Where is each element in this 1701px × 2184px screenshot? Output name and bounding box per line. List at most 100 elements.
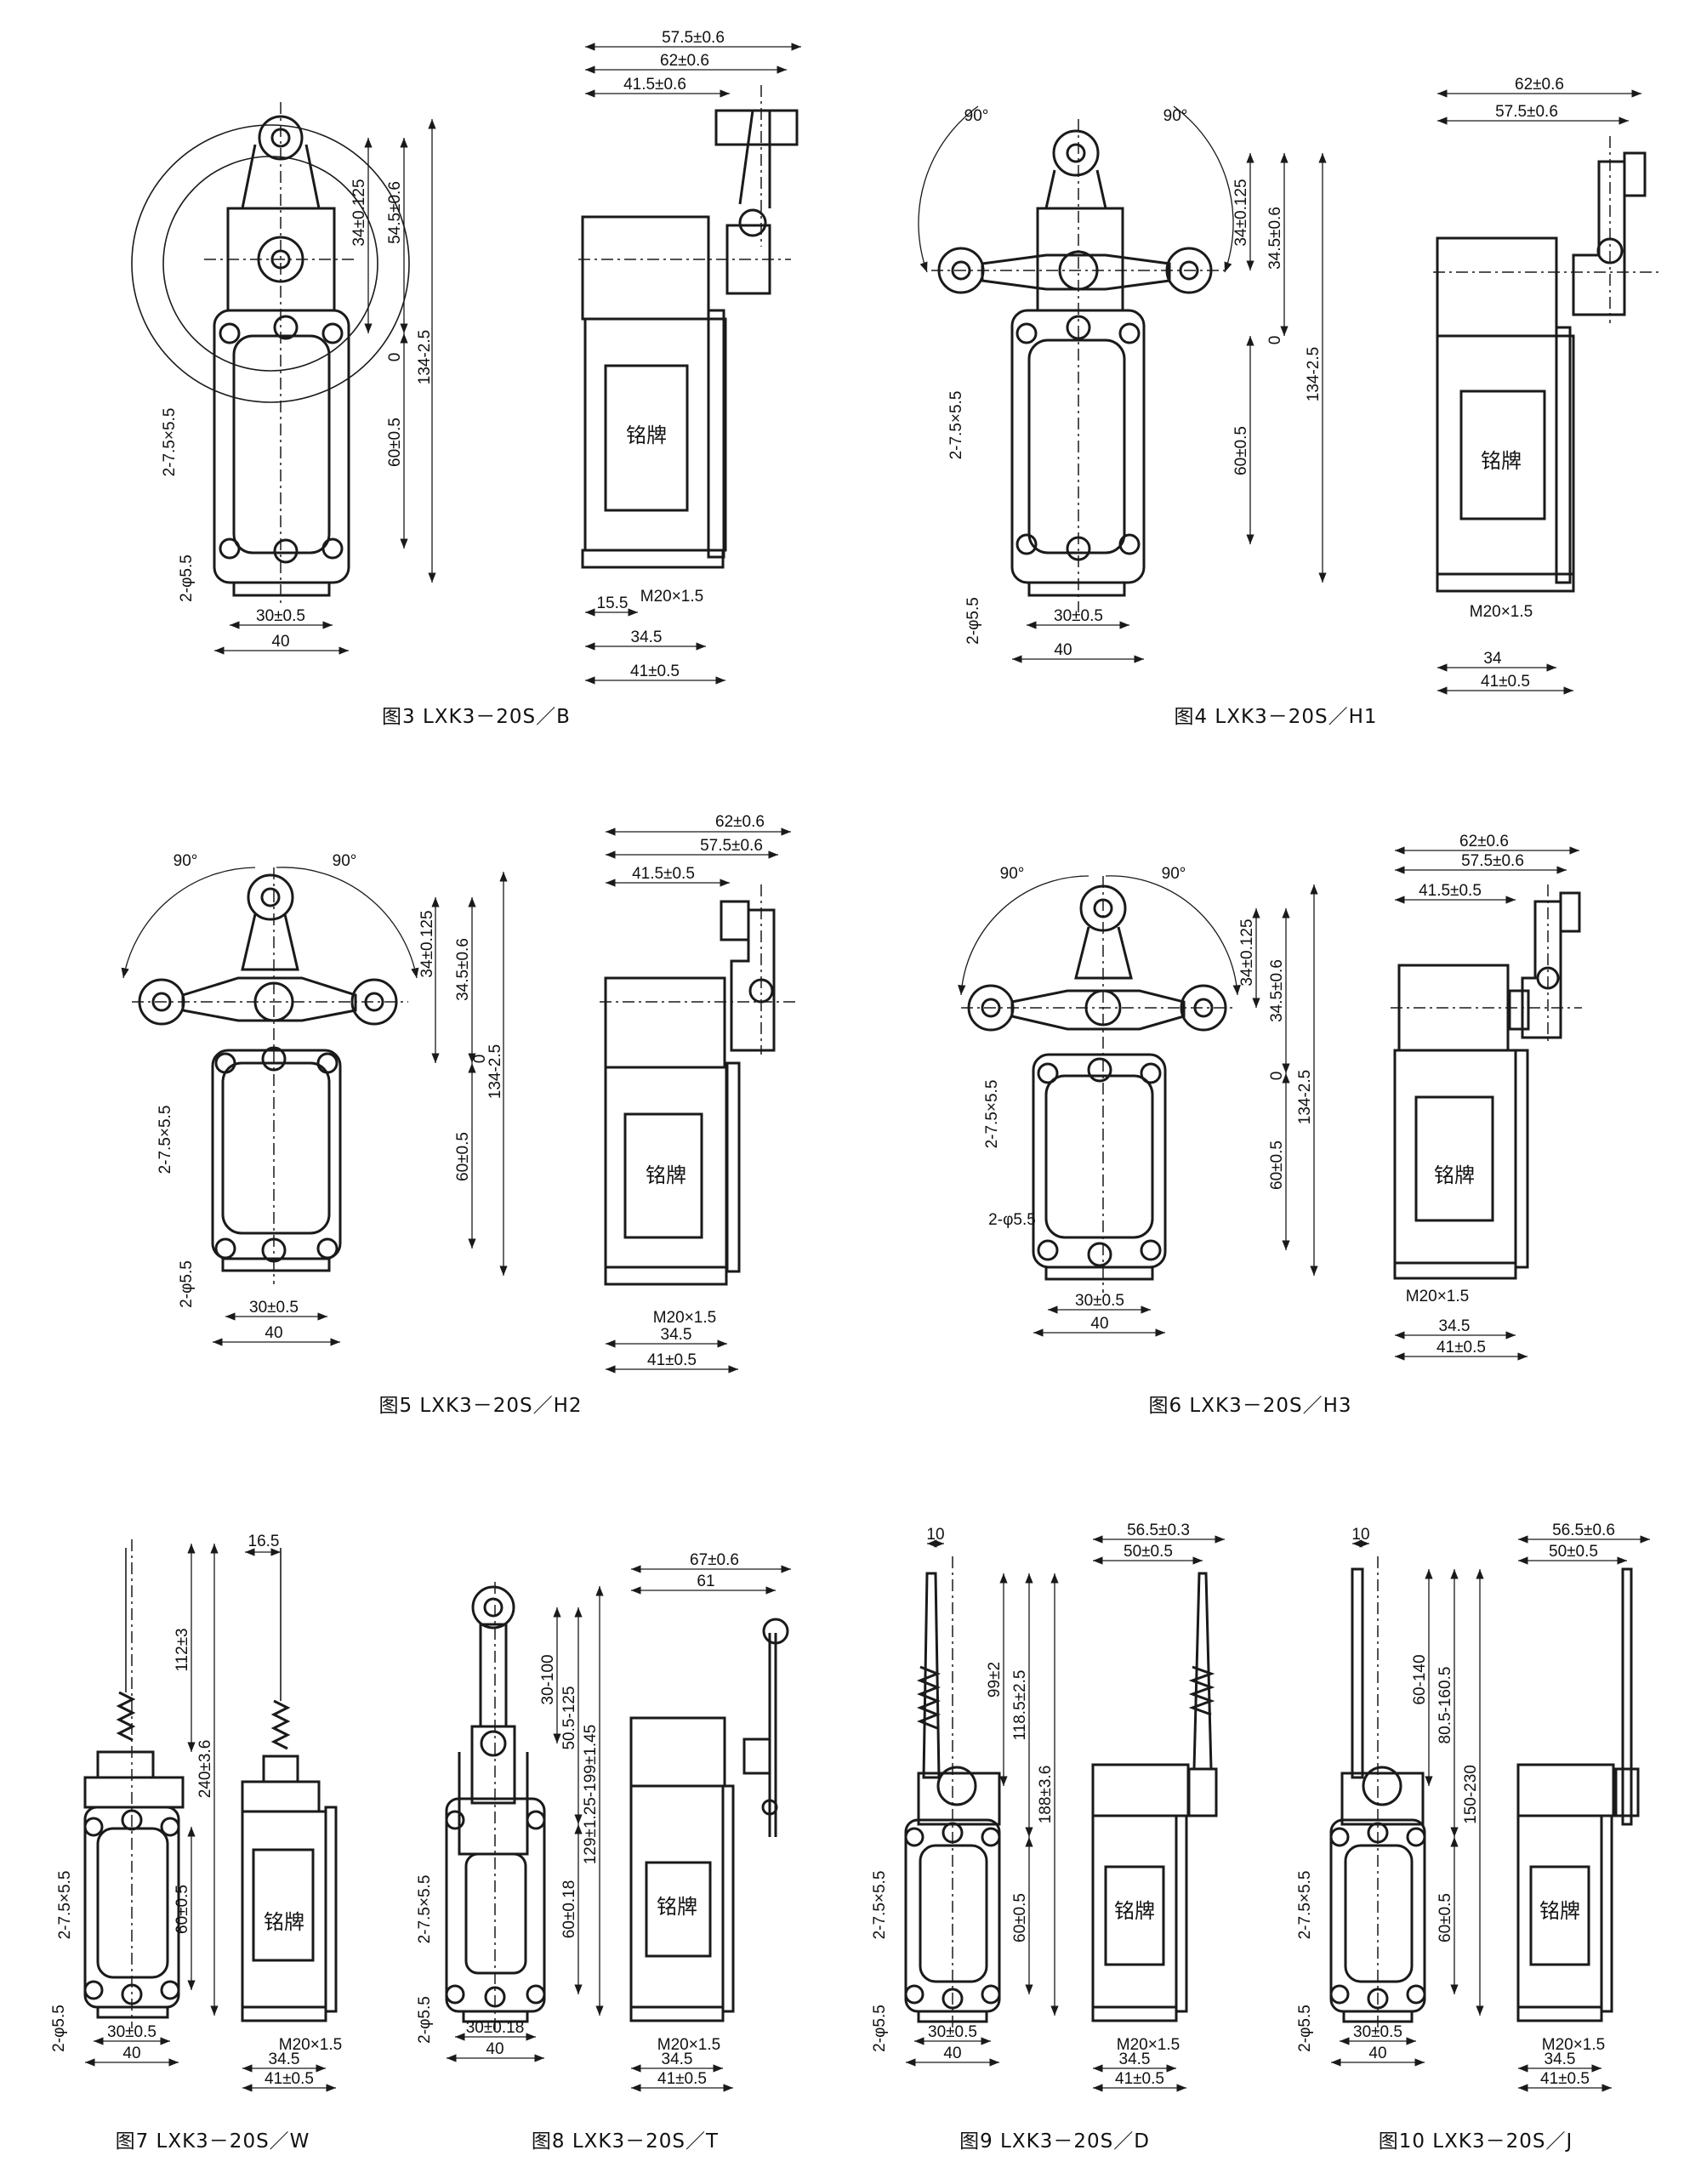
fig5-caption: 图5 LXK3－20S／H2 <box>378 1395 582 1417</box>
fig7-dim-label: 112±3 <box>174 1628 191 1671</box>
fig5-dim-label: 41±0.5 <box>647 1351 697 1369</box>
fig5-dim-label: M20×1.5 <box>653 1309 716 1327</box>
figure-6 <box>958 846 1582 1361</box>
fig6-dim-label: 34.5 <box>1439 1317 1471 1335</box>
fig10-dim-label: 30±0.5 <box>1353 2023 1402 2041</box>
fig10-dim-label: 2-7.5×5.5 <box>1296 1871 1314 1940</box>
fig6-dim-label: 57.5±0.6 <box>1461 852 1524 870</box>
fig10-dim-label: 34.5 <box>1545 2050 1576 2068</box>
fig4-dim-label: 2-7.5×5.5 <box>947 391 965 460</box>
fig6-dim-label: 0 <box>1268 1072 1286 1081</box>
fig10-dim-label: 10 <box>1351 1526 1369 1544</box>
fig7-dim-label: 60±0.5 <box>174 1885 191 1934</box>
fig5-dim-label: 0 <box>471 1055 489 1064</box>
fig5-dim-label: 57.5±0.6 <box>700 837 763 855</box>
fig5-dim-label: 2-7.5×5.5 <box>156 1106 174 1174</box>
figure-9 <box>904 1535 1225 2092</box>
fig6-dim-label: 2-7.5×5.5 <box>983 1080 1001 1149</box>
fig3-side-view <box>578 85 799 569</box>
fig9-caption: 图9 LXK3－20S／D <box>959 2130 1150 2153</box>
fig3-dim-label: 62±0.6 <box>660 52 709 70</box>
fig8-dim-label: 2-φ5.5 <box>416 1996 434 2044</box>
fig5-dim-label: 62±0.6 <box>715 813 765 831</box>
fig10-dim-label: 150-230 <box>1462 1765 1480 1824</box>
fig9-dim-label: 41±0.5 <box>1115 2070 1164 2088</box>
fig9-dim-label: 40 <box>943 2045 961 2062</box>
fig5-dim-label: 41.5±0.5 <box>632 865 695 883</box>
figure-10 <box>1329 1535 1650 2092</box>
fig5-dim-label: 34±0.125 <box>418 910 436 977</box>
fig7-dimensions <box>85 1544 336 2092</box>
fig6-nameplate-label: 铭牌 <box>1434 1163 1475 1187</box>
fig8-nameplate-label: 铭牌 <box>657 1895 697 1919</box>
fig3-dim-label: 2-φ5.5 <box>178 555 196 602</box>
fig5-dim-label: 40 <box>265 1324 282 1342</box>
fig3-dim-label: 134-2.5 <box>416 330 434 384</box>
fig3-nameplate-label: 铭牌 <box>626 424 667 447</box>
fig8-dim-label: 40 <box>486 2040 503 2058</box>
fig8-dim-label: 61 <box>697 1573 714 1590</box>
fig5-dim-label: 34.5 <box>661 1326 692 1344</box>
fig10-dim-label: 56.5±0.6 <box>1552 1521 1615 1539</box>
fig10-dim-label: 80.5-160.5 <box>1436 1667 1454 1744</box>
fig8-dim-label: 30-100 <box>539 1654 557 1704</box>
figure-4 <box>918 89 1658 695</box>
fig4-dim-label: M20×1.5 <box>1470 603 1533 621</box>
fig5-dim-label: 30±0.5 <box>249 1299 299 1317</box>
fig6-dim-label: 2-φ5.5 <box>988 1211 1036 1229</box>
fig5-dim-label: 90° <box>174 852 198 870</box>
fig8-dim-label: 2-7.5×5.5 <box>416 1875 434 1944</box>
fig9-dim-label: 2-φ5.5 <box>871 2005 889 2052</box>
fig7-nameplate-label: 铭牌 <box>264 1910 304 1934</box>
fig4-dim-label: 30±0.5 <box>1054 607 1103 625</box>
fig9-dim-label: 60±0.5 <box>1011 1893 1029 1942</box>
fig6-dim-label: 40 <box>1090 1315 1108 1333</box>
fig4-dim-label: 41±0.5 <box>1481 673 1530 691</box>
fig7-dim-label: M20×1.5 <box>279 2036 342 2054</box>
fig6-dim-label: 34±0.125 <box>1238 919 1256 986</box>
fig4-nameplate-label: 铭牌 <box>1481 449 1522 473</box>
fig7-dim-label: 34.5 <box>269 2050 300 2068</box>
figure-7 <box>83 1539 338 2092</box>
fig9-dim-label: 2-7.5×5.5 <box>871 1871 889 1940</box>
fig3-dim-label: 0 <box>386 353 404 362</box>
fig6-dim-label: 41±0.5 <box>1436 1339 1486 1356</box>
fig5-dim-label: 2-φ5.5 <box>178 1260 196 1308</box>
fig10-dim-label: 60±0.5 <box>1436 1893 1454 1942</box>
fig10-dim-label: 41±0.5 <box>1540 2070 1590 2088</box>
fig3-dim-label: M20×1.5 <box>640 588 703 606</box>
fig5-dim-label: 90° <box>333 852 357 870</box>
fig7-dim-label: 16.5 <box>248 1533 280 1550</box>
fig8-dim-label: 60±0.18 <box>560 1880 578 1939</box>
fig9-dim-label: 34.5 <box>1119 2050 1151 2068</box>
fig3-dim-label: 41±0.5 <box>630 663 680 680</box>
fig4-dim-label: 34 <box>1483 650 1502 668</box>
fig4-dim-label: 0 <box>1266 336 1284 345</box>
fig8-front-view <box>445 1582 546 2033</box>
fig3-front-view <box>131 102 410 604</box>
fig9-dim-label: M20×1.5 <box>1117 2036 1180 2054</box>
fig6-dim-label: 90° <box>1000 865 1025 883</box>
fig9-dim-label: 118.5±2.5 <box>1011 1670 1029 1741</box>
fig7-side-view <box>241 1548 338 2022</box>
fig10-side-view <box>1516 1567 1640 2022</box>
fig9-dim-label: 188±3.6 <box>1037 1766 1055 1824</box>
fig10-front-view <box>1329 1556 1426 2033</box>
figure-5 <box>121 828 795 1374</box>
fig3-dim-label: 30±0.5 <box>256 607 305 625</box>
fig3-dim-label: 54.5±0.6 <box>386 181 404 244</box>
fig3-dim-label: 34±0.125 <box>350 179 368 246</box>
fig4-caption: 图4 LXK3－20S／H1 <box>1174 706 1377 728</box>
fig10-dim-label: 50±0.5 <box>1549 1543 1598 1561</box>
fig5-nameplate-label: 铭牌 <box>646 1163 686 1187</box>
fig4-dimensions <box>1012 89 1641 695</box>
fig8-dim-label: 34.5 <box>662 2050 693 2068</box>
figure-3 <box>131 43 801 685</box>
fig6-dim-label: 34.5±0.6 <box>1268 959 1286 1022</box>
fig5-side-view <box>600 884 795 1286</box>
fig6-dim-label: 134-2.5 <box>1296 1070 1314 1124</box>
fig8-dim-label: 41±0.5 <box>657 2070 707 2088</box>
fig4-side-view <box>1433 136 1658 593</box>
fig9-dim-label: 99±2 <box>986 1662 1004 1698</box>
